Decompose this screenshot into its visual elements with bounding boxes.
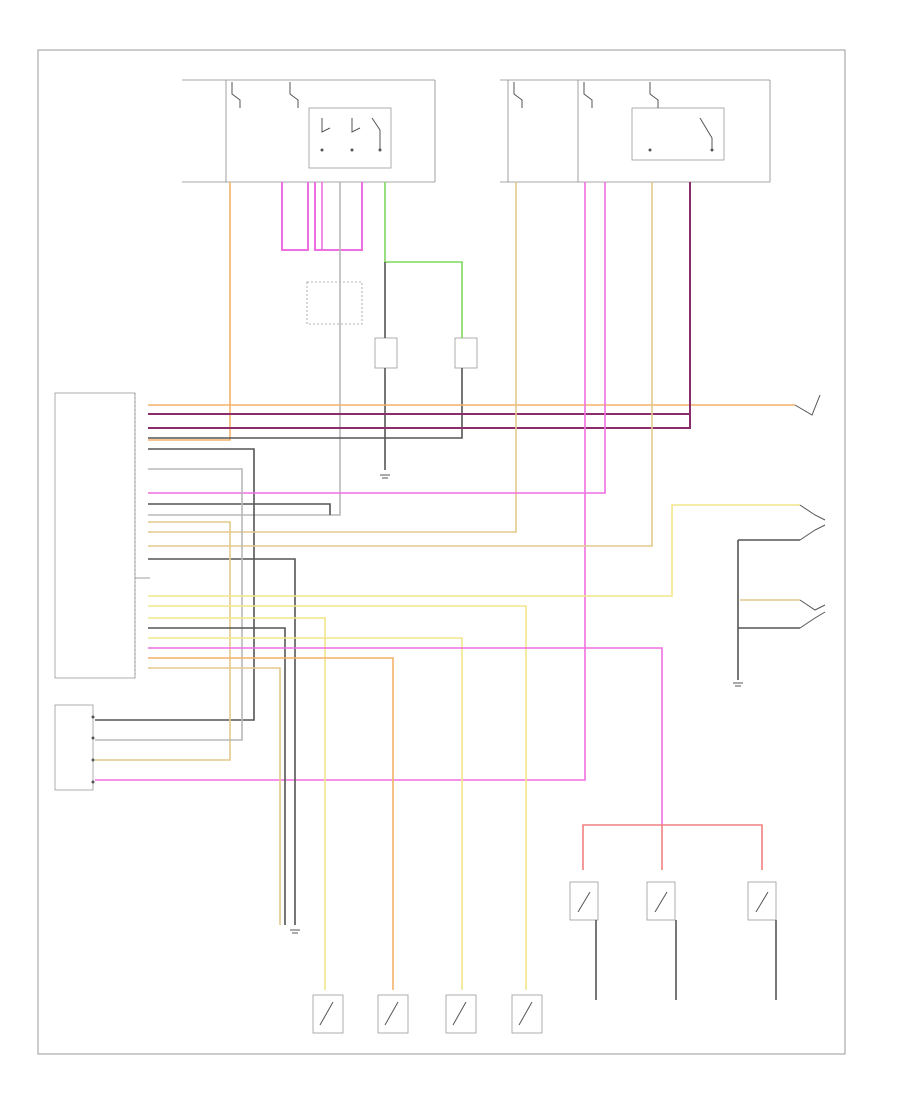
- wire-pink-1: [281, 182, 309, 251]
- wire-pink-4: [148, 182, 606, 494]
- wire-gray-8: [148, 627, 286, 925]
- wire-green-1: [384, 182, 463, 338]
- wire-pink-5: [95, 182, 586, 781]
- wire-lgray-2: [95, 468, 243, 741]
- top-right-junction-box: [500, 79, 771, 183]
- wire-orange-2: [148, 657, 394, 990]
- wire-purple-2: [148, 414, 691, 429]
- wire-yellow-3: [148, 617, 326, 990]
- wire-gray-4: [148, 368, 463, 439]
- control-module: [54, 392, 150, 679]
- top-left-junction-box: [182, 79, 436, 183]
- wire-tan-2: [148, 182, 653, 547]
- center-fuses: [306, 281, 478, 369]
- lower-right-switches: [569, 881, 777, 1000]
- bottom-switches: [312, 994, 543, 1034]
- wire-tan-3: [95, 521, 231, 761]
- wire-gray-5: [95, 448, 255, 721]
- wire-gray-7: [148, 503, 331, 515]
- diagram-frame: [37, 49, 846, 1055]
- sensor-module: [54, 704, 95, 791]
- ground-symbols: [290, 474, 743, 934]
- wire-orange-1: [148, 182, 231, 441]
- wire-pink-2: [314, 182, 363, 251]
- wire-red-1: [582, 824, 763, 870]
- wire-tan-4: [148, 667, 281, 925]
- wire-gray-6: [148, 558, 296, 925]
- wire-gray-1: [148, 182, 341, 516]
- wire-tan-1: [148, 182, 517, 533]
- wire-yellow-2: [148, 605, 527, 990]
- wire-yellow-4: [148, 637, 463, 990]
- wire-pink-6: [148, 647, 663, 825]
- wire-yellow-1: [148, 504, 800, 597]
